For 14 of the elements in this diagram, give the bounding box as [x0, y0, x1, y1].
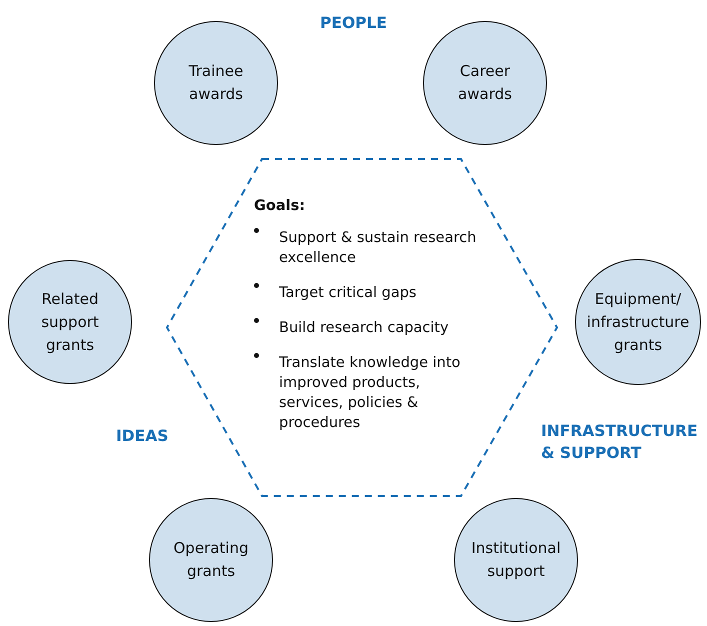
goals-heading: Goals:: [254, 198, 306, 214]
circle-label: Equipment/ infrastructure grants: [586, 288, 690, 356]
goal-item: Target critical gaps: [279, 285, 416, 301]
category-heading: PEOPLE: [320, 13, 387, 34]
goal-item: Build research capacity: [279, 320, 449, 336]
goal-item: Translate knowledge into improved products, services, policies & procedures: [279, 355, 460, 431]
category-heading: INFRASTRUCTURE & SUPPORT: [541, 421, 699, 464]
circle-label: Related support grants: [40, 288, 100, 356]
category-heading: IDEAS: [116, 426, 168, 447]
circle-label: Trainee awards: [188, 61, 244, 105]
circle-label: Institutional support: [470, 538, 562, 582]
circle-label: Operating grants: [172, 538, 250, 582]
goal-item: Support & sustain research excellence: [279, 230, 476, 266]
circle-label: Career awards: [457, 61, 513, 105]
